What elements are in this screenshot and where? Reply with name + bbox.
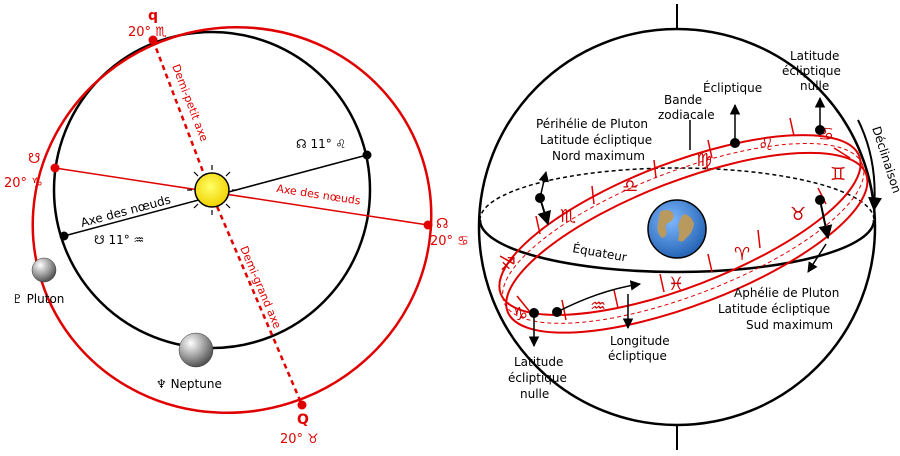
semi-major-axis-label: Demi-grand axe (237, 244, 284, 331)
perihelion-label: Périhélie de Pluton Latitude écliptique … (536, 117, 652, 163)
zodiac-band-line-1: Bande (664, 93, 702, 107)
pluto-label: ♇ Pluton (12, 292, 64, 306)
lat-null-top-line-3: nulle (800, 79, 829, 93)
sign-capricorn: ♑ (512, 304, 528, 325)
equator-label: Équateur (571, 240, 628, 264)
left-orbit-diagram: q 20° ♏ Q 20° ♉ ☋ 20° ♑ ☊ 20° ♋ Demi-pet… (4, 8, 469, 447)
lat-null-bottom-line-1: Latitude (514, 355, 563, 369)
sign-scorpio: ♏ (560, 206, 576, 227)
sign-sagittarius: ♐ (500, 254, 516, 275)
left-red-node-point (50, 163, 60, 173)
sign-leo: ♌ (758, 134, 774, 155)
equator-back (479, 167, 875, 221)
south-node-label: ☋ 11° ♒ (94, 233, 144, 247)
q-sign-label: 20° ♏ (128, 25, 167, 40)
q-point (148, 35, 158, 45)
Q-label: Q (297, 412, 309, 428)
lat-null-bottom-line-3: nulle (520, 387, 549, 401)
neptune-planet-icon (178, 332, 214, 368)
aphelion-label: Aphélie de Pluton Latitude écliptique Su… (718, 286, 839, 332)
lat-null-top-line-1: Latitude (790, 49, 839, 63)
zodiac-band-label: Bande zodiacale (658, 93, 715, 122)
right-sphere-diagram: ♑ ♒ ♓ ♈ ♉ ♊ ♋ ♌ ♍ ♎ ♏ ♐ (477, 4, 900, 450)
zodiac-band-line-2: zodiacale (658, 108, 715, 122)
right-red-node-point (423, 220, 433, 230)
sign-taurus: ♉ (790, 204, 806, 225)
lat-null-bottom-label: Latitude écliptique nulle (508, 355, 567, 401)
black-node-point-left (59, 231, 69, 241)
callout-markers (528, 96, 833, 348)
earth-icon (647, 199, 707, 259)
red-node-axis-line (54, 167, 429, 226)
sign-gemini: ♊ (830, 164, 846, 185)
zodiac-band (498, 134, 869, 334)
left-node-sign: 20° ♑ (4, 176, 43, 191)
sign-aries: ♈ (734, 244, 750, 265)
celestial-sphere (477, 27, 877, 427)
equator-front (478, 219, 876, 274)
semi-major-axis-line (208, 189, 304, 406)
north-node-label: ☊ 11° ♌ (296, 137, 346, 151)
semi-minor-axis-label: Demi-petit axe (169, 62, 210, 143)
aphelion-line-3: Sud maximum (746, 318, 833, 332)
perihelion-line-2: Latitude écliptique (540, 133, 652, 147)
longitude-label: Longitude écliptique (608, 334, 670, 363)
pluto-planet-icon (31, 257, 57, 283)
aphelion-line-2: Latitude écliptique (718, 302, 830, 316)
longitude-line-2: écliptique (608, 349, 667, 363)
q-label: q (148, 8, 158, 24)
lat-null-bottom-line-2: écliptique (508, 371, 567, 385)
Q-point (297, 400, 307, 410)
declination-arrow (857, 119, 882, 212)
zodiac-signs: ♑ ♒ ♓ ♈ ♉ ♊ ♋ ♌ ♍ ♎ ♏ ♐ (500, 124, 846, 325)
longitude-line-1: Longitude (610, 334, 670, 348)
sign-pisces: ♓ (668, 274, 684, 295)
lat-null-top-label: Latitude écliptique nulle (782, 49, 841, 93)
right-node-symbol: ☊ (436, 216, 448, 232)
sign-aquarius: ♒ (590, 296, 606, 317)
aphelion-line-1: Aphélie de Pluton (734, 286, 839, 300)
perihelion-line-3: Nord maximum (552, 149, 645, 163)
pluto-orbit (31, 25, 433, 415)
perihelion-line-1: Périhélie de Pluton (536, 117, 648, 131)
sun-icon (187, 165, 237, 215)
sign-virgo: ♍ (696, 150, 712, 171)
neptune-label: ♆ Neptune (156, 377, 222, 391)
ecliptic-label: Écliptique (703, 80, 762, 95)
right-node-sign: 20° ♋ (430, 234, 469, 249)
lat-null-top-line-2: écliptique (782, 64, 841, 78)
black-node-point-right (362, 150, 372, 160)
sign-libra: ♎ (622, 176, 638, 197)
Q-sign-label: 20° ♉ (280, 432, 319, 447)
left-node-symbol: ☋ (28, 151, 40, 167)
